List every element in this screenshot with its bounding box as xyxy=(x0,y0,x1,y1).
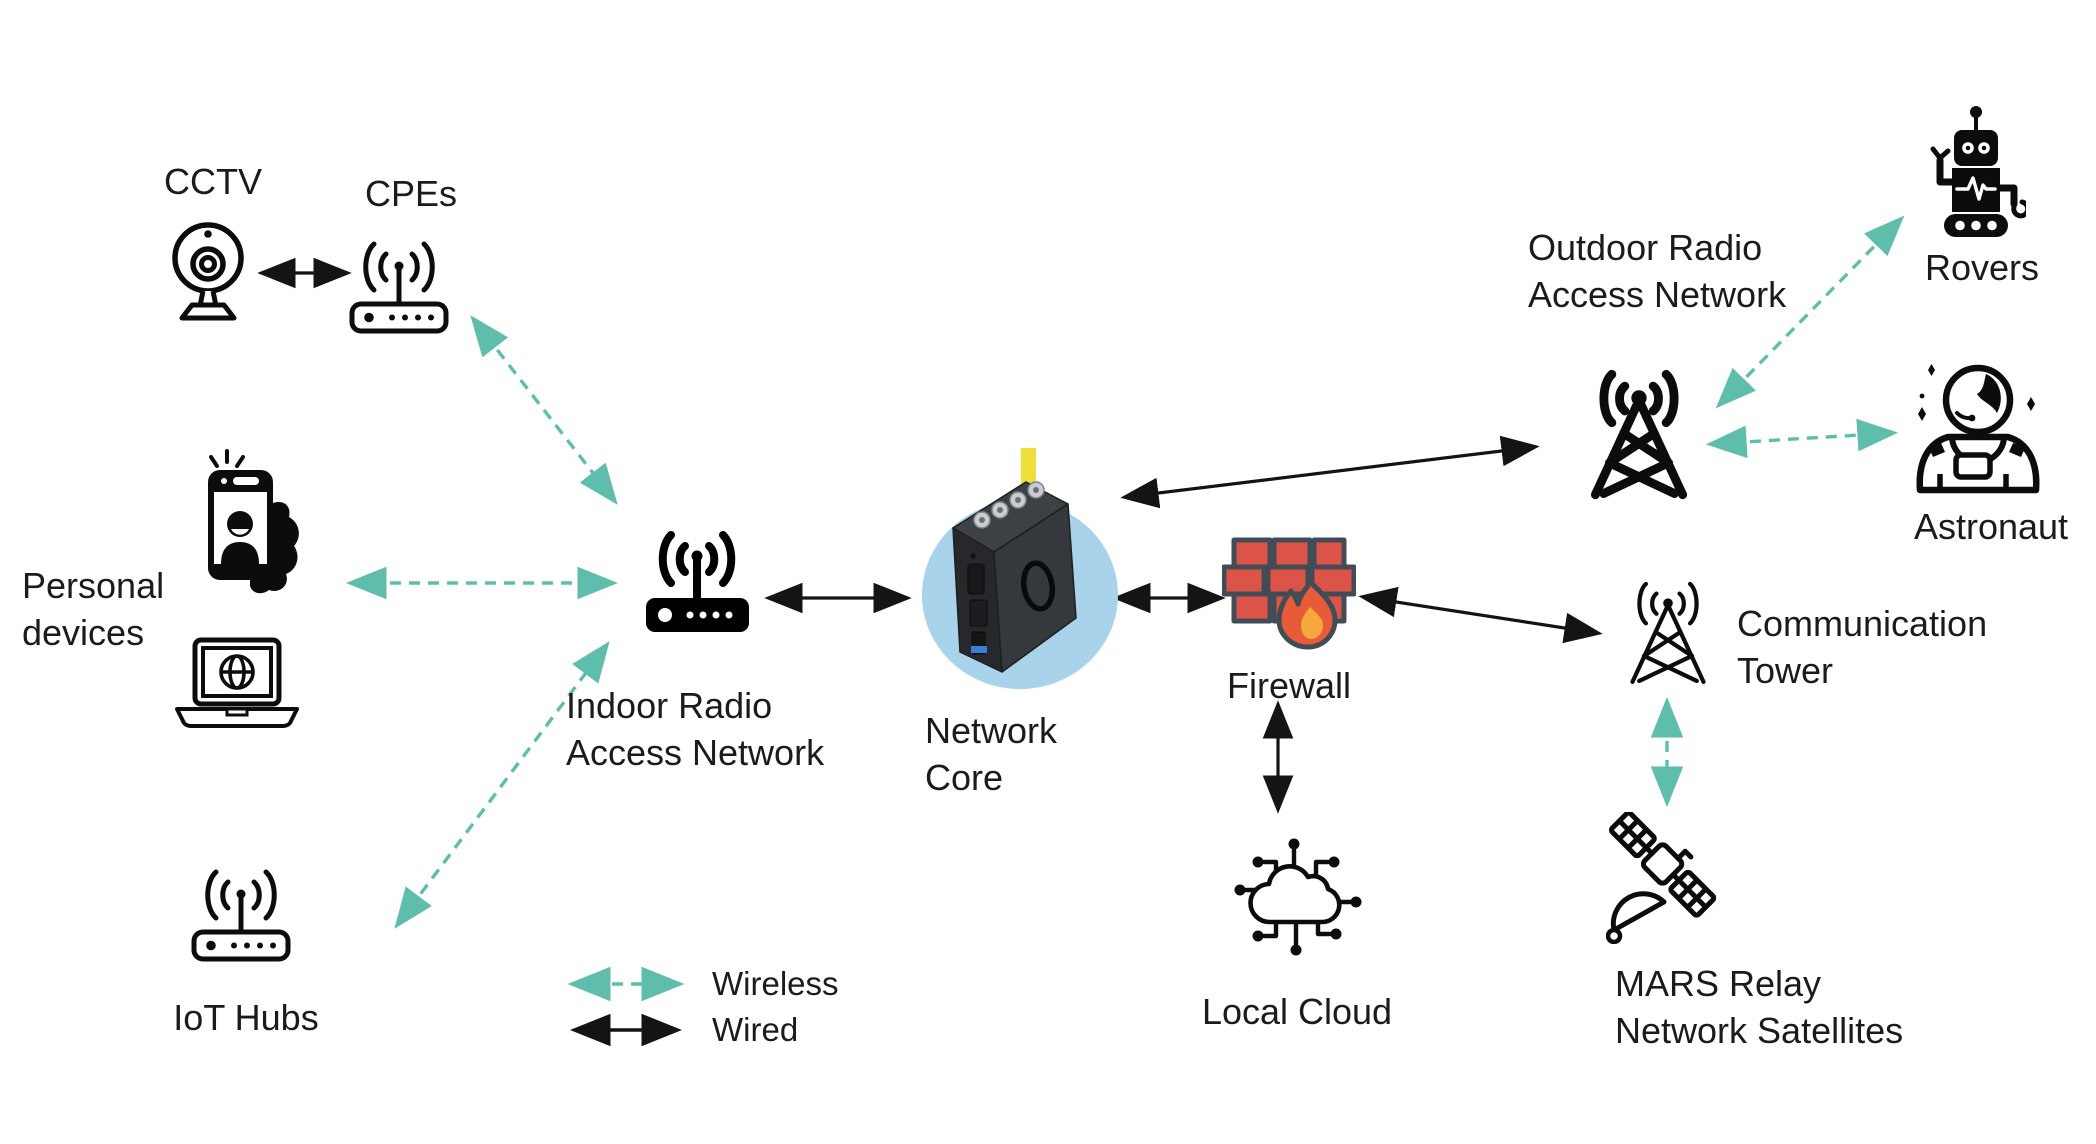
rovers-label: Rovers xyxy=(1924,247,2040,288)
local-cloud-label: Local Cloud xyxy=(1201,991,1393,1032)
personal-devices-label: Personal devices xyxy=(22,565,165,653)
edge-firewall-commtower xyxy=(1358,586,1603,644)
legend-wireless-label: Wireless xyxy=(712,965,839,1002)
astronaut-icon xyxy=(1916,364,2040,494)
local-cloud-icon xyxy=(1234,838,1362,956)
communication-tower-label: Communication Tower xyxy=(1737,603,1988,691)
firewall-icon xyxy=(1222,537,1356,650)
edge-cpes-indoorran xyxy=(470,315,618,505)
cpes-router-icon xyxy=(349,241,449,334)
cpes-label: CPEs xyxy=(364,173,458,214)
astronaut-label: Astronaut xyxy=(1913,506,2069,547)
mars-satellites-label: MARS Relay Network Satellites xyxy=(1615,963,1904,1051)
phone-in-hand-icon xyxy=(208,449,299,594)
legend-wired-label: Wired xyxy=(712,1011,799,1048)
communication-tower-icon xyxy=(1630,581,1706,684)
edge-core-outdoorran xyxy=(1120,435,1540,509)
iot-hubs-label: IoT Hubs xyxy=(173,997,319,1038)
edge-iot-indoorran xyxy=(394,641,610,929)
rover-robot-icon xyxy=(1930,106,2026,237)
iot-hub-router-icon xyxy=(191,869,291,962)
indoor-ran-router-icon xyxy=(646,531,749,632)
indoor-ran-label: Indoor Radio Access Network xyxy=(566,685,825,773)
mars-satellite-icon xyxy=(1606,812,1717,944)
outdoor-ran-tower-icon xyxy=(1590,369,1688,500)
cctv-label: CCTV xyxy=(164,161,262,202)
laptop-icon xyxy=(175,637,299,728)
edge-outdoorran-rovers xyxy=(1715,215,1905,409)
edge-outdoorran-astronaut xyxy=(1705,418,1899,459)
network-core-label: Network Core xyxy=(925,710,1058,798)
firewall-label: Firewall xyxy=(1226,665,1352,706)
network-core-icon xyxy=(922,448,1118,689)
outdoor-ran-label: Outdoor Radio Access Network xyxy=(1528,227,1787,315)
cctv-webcam-icon xyxy=(172,222,244,321)
